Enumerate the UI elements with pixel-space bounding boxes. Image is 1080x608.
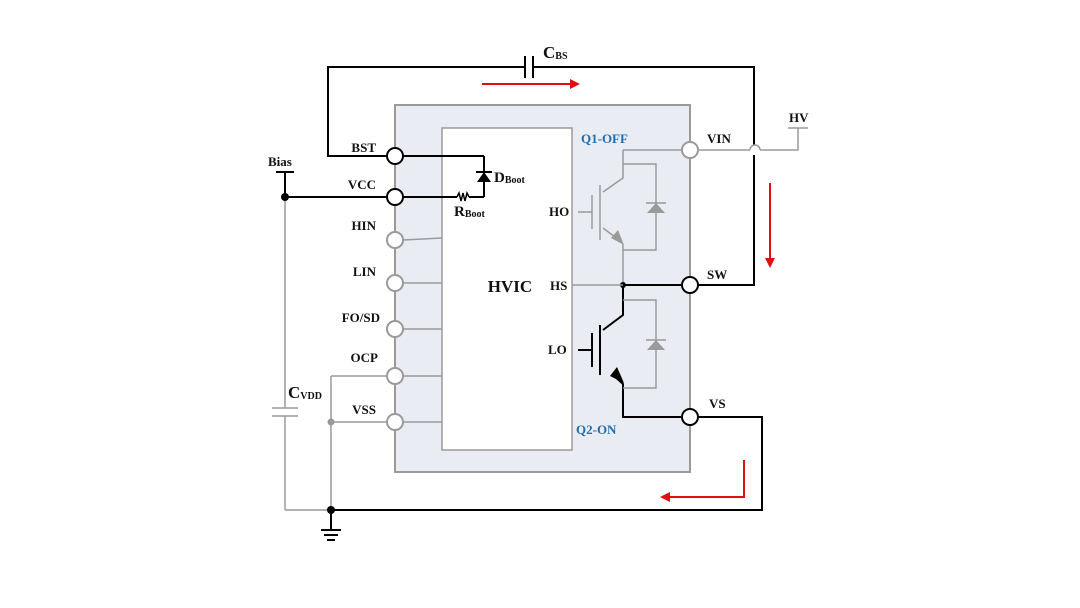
q2-state-label: Q2-ON <box>576 422 617 437</box>
pin-label-ocp: OCP <box>351 350 379 365</box>
dboot-diode <box>476 171 492 182</box>
inactive-pin-wires <box>402 237 443 423</box>
pin-label-vcc: VCC <box>348 177 376 192</box>
arrow-return <box>660 460 745 502</box>
pin-vss[interactable] <box>386 413 404 431</box>
q2-emitter-arrow <box>610 367 624 383</box>
cbs-capacitor <box>524 56 534 78</box>
bias-label: Bias <box>268 154 292 169</box>
pin-label-sw: SW <box>707 267 727 282</box>
lo-label: LO <box>548 342 567 357</box>
pin-vin[interactable] <box>681 141 699 159</box>
rboot-label: RBoot <box>454 204 486 220</box>
cbs-label: CBS <box>543 43 568 62</box>
rboot-resistor <box>456 190 470 202</box>
pin-label-fo-sd: FO/SD <box>342 310 380 325</box>
wire-crossover <box>749 144 761 151</box>
pin-label-bst: BST <box>351 140 376 155</box>
pin-fo-sd[interactable] <box>386 320 404 338</box>
pin-label-lin: LIN <box>353 264 377 279</box>
pin-lin[interactable] <box>386 274 404 292</box>
pin-vcc[interactable] <box>386 188 404 206</box>
cvdd-label: CVDD <box>288 383 322 402</box>
pin-circles <box>386 141 699 431</box>
pin-hin[interactable] <box>386 231 404 249</box>
pin-label-vs: VS <box>709 396 726 411</box>
q1-diode <box>647 203 665 213</box>
current-flow-arrows <box>482 79 775 502</box>
pin-label-vin: VIN <box>707 131 731 146</box>
pin-vs[interactable] <box>681 408 699 426</box>
ground-symbol <box>321 529 341 541</box>
active-wires <box>276 66 763 530</box>
q2-diode <box>647 340 665 350</box>
hs-label: HS <box>550 278 567 293</box>
pin-bst[interactable] <box>386 147 404 165</box>
pin-ocp[interactable] <box>386 367 404 385</box>
pin-sw[interactable] <box>681 276 699 294</box>
hvic-label: HVIC <box>488 277 532 296</box>
q1-igbt <box>578 149 681 285</box>
inactive-external-wires <box>272 127 808 511</box>
hvic-box <box>441 127 573 451</box>
pin-label-hin: HIN <box>351 218 376 233</box>
ho-label: HO <box>549 204 569 219</box>
pin-label-vss: VSS <box>352 402 376 417</box>
q1-emitter-arrow <box>611 230 624 245</box>
q1-state-label: Q1-OFF <box>581 131 628 146</box>
hv-label: HV <box>789 110 809 125</box>
dboot-label: DBoot <box>494 170 526 186</box>
